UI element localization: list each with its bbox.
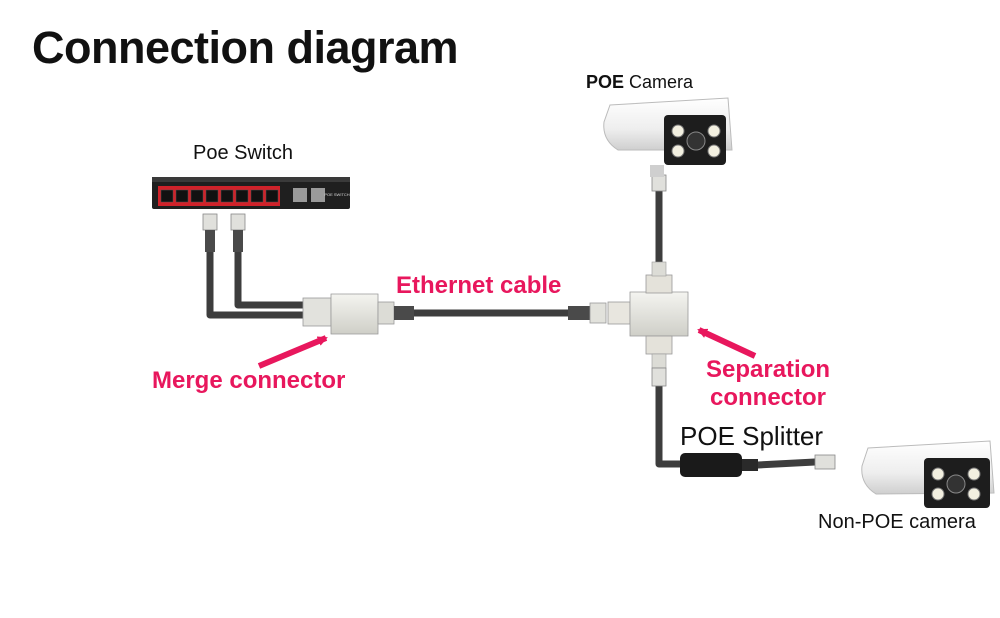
separation-connector-label-line1: Separation (706, 356, 831, 383)
merge-connector-label: Merge connector (152, 367, 346, 394)
splitter-output-cable (754, 458, 819, 469)
switch-cable-left (206, 246, 309, 319)
separation-connector (607, 261, 689, 369)
merge-arrow (257, 335, 328, 369)
poe-switch-label: Poe Switch (193, 142, 294, 164)
poe-camera-label-rest: Camera (629, 72, 694, 92)
merge-connector (302, 293, 414, 335)
separation-connector-label-line2: connector (710, 384, 827, 411)
switch-badge: POE SWITCH (324, 192, 349, 197)
non-poe-camera-label: Non-POE camera (818, 511, 976, 533)
poe-camera-label: POE Camera (586, 72, 693, 93)
diagram-title: Connection diagram (32, 22, 459, 73)
poe-splitter-label: POE Splitter (680, 421, 824, 451)
switch-plugs (202, 213, 246, 252)
poe-switch: POE SWITCH (152, 177, 350, 209)
separation-arrow (697, 327, 757, 359)
non-poe-camera (861, 440, 995, 508)
poe-splitter (680, 453, 836, 477)
splitter-cable (655, 381, 684, 468)
pointer-arrows (257, 327, 757, 369)
separation-connector-label: Separation connector (706, 356, 830, 412)
ethernet-plug-right (568, 302, 607, 324)
ethernet-cable-label: Ethernet cable (396, 272, 562, 299)
cables (206, 186, 819, 469)
poe-camera-label-bold: POE (586, 72, 625, 92)
poe-camera (603, 97, 733, 177)
switch-cable-right (234, 246, 309, 309)
